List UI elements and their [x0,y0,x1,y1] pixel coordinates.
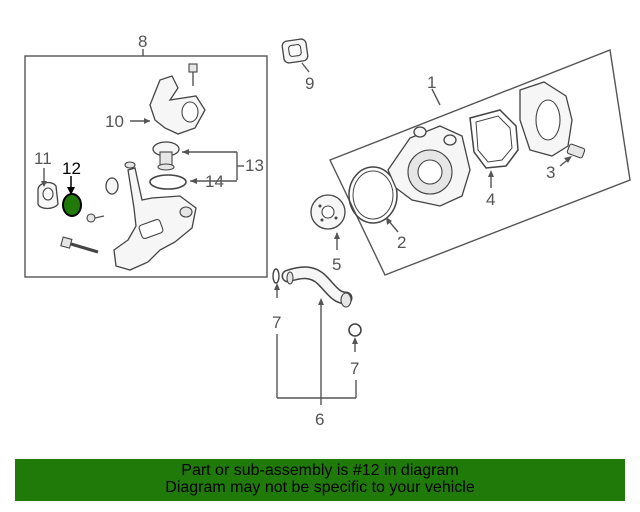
sleeve-part [105,177,119,195]
bolt-part [188,63,198,86]
thermostat-housing [113,161,197,271]
callout-2: 2 [397,233,406,252]
long-bolt-part [60,236,99,254]
sub-assembly-box-8 [24,55,268,278]
o-ring-part-7a [272,268,280,298]
thermostat-part-13 [152,141,244,180]
callout-9: 9 [305,74,314,93]
callout-3: 3 [546,163,555,182]
o-ring-part-14 [149,174,237,190]
water-pump [387,125,471,207]
gasket-part-9 [281,38,310,73]
callout-11: 11 [34,149,52,168]
gasket-part-2 [348,166,399,233]
callout-10: 10 [105,112,124,131]
banner-line-1: Part or sub-assembly is #12 in diagram [181,462,459,479]
parts-diagram: 1 2 3 4 5 6 7 7 8 9 10 11 12 13 14 [24,32,631,429]
callout-6: 6 [315,410,324,429]
pump-cover [519,81,573,157]
callout-4: 4 [486,190,495,209]
highlighted-part-12 [62,176,82,217]
info-banner: Part or sub-assembly is #12 in diagram D… [15,459,625,501]
callout-7c: 7 [350,359,359,378]
cap-part-11 [37,168,59,210]
o-ring-part-7b [348,323,362,352]
callout-13: 13 [245,156,264,175]
screw-part [86,213,105,223]
callout-1: 1 [427,73,436,92]
fitting-part-3 [559,143,586,167]
hose-part-6 [281,266,353,308]
callout-5: 5 [332,255,341,274]
callout-bracket-7-6 [276,298,357,405]
sub-assembly-box-1 [329,49,631,276]
gasket-part-4 [469,109,519,188]
callout-7a: 7 [272,313,281,332]
callout-14: 14 [205,172,224,191]
outlet-housing-part-10 [130,75,206,135]
banner-line-2: Diagram may not be specific to your vehi… [165,479,475,496]
callout-12: 12 [62,159,81,178]
callout-8: 8 [138,32,147,51]
pulley-part-5 [310,194,346,250]
